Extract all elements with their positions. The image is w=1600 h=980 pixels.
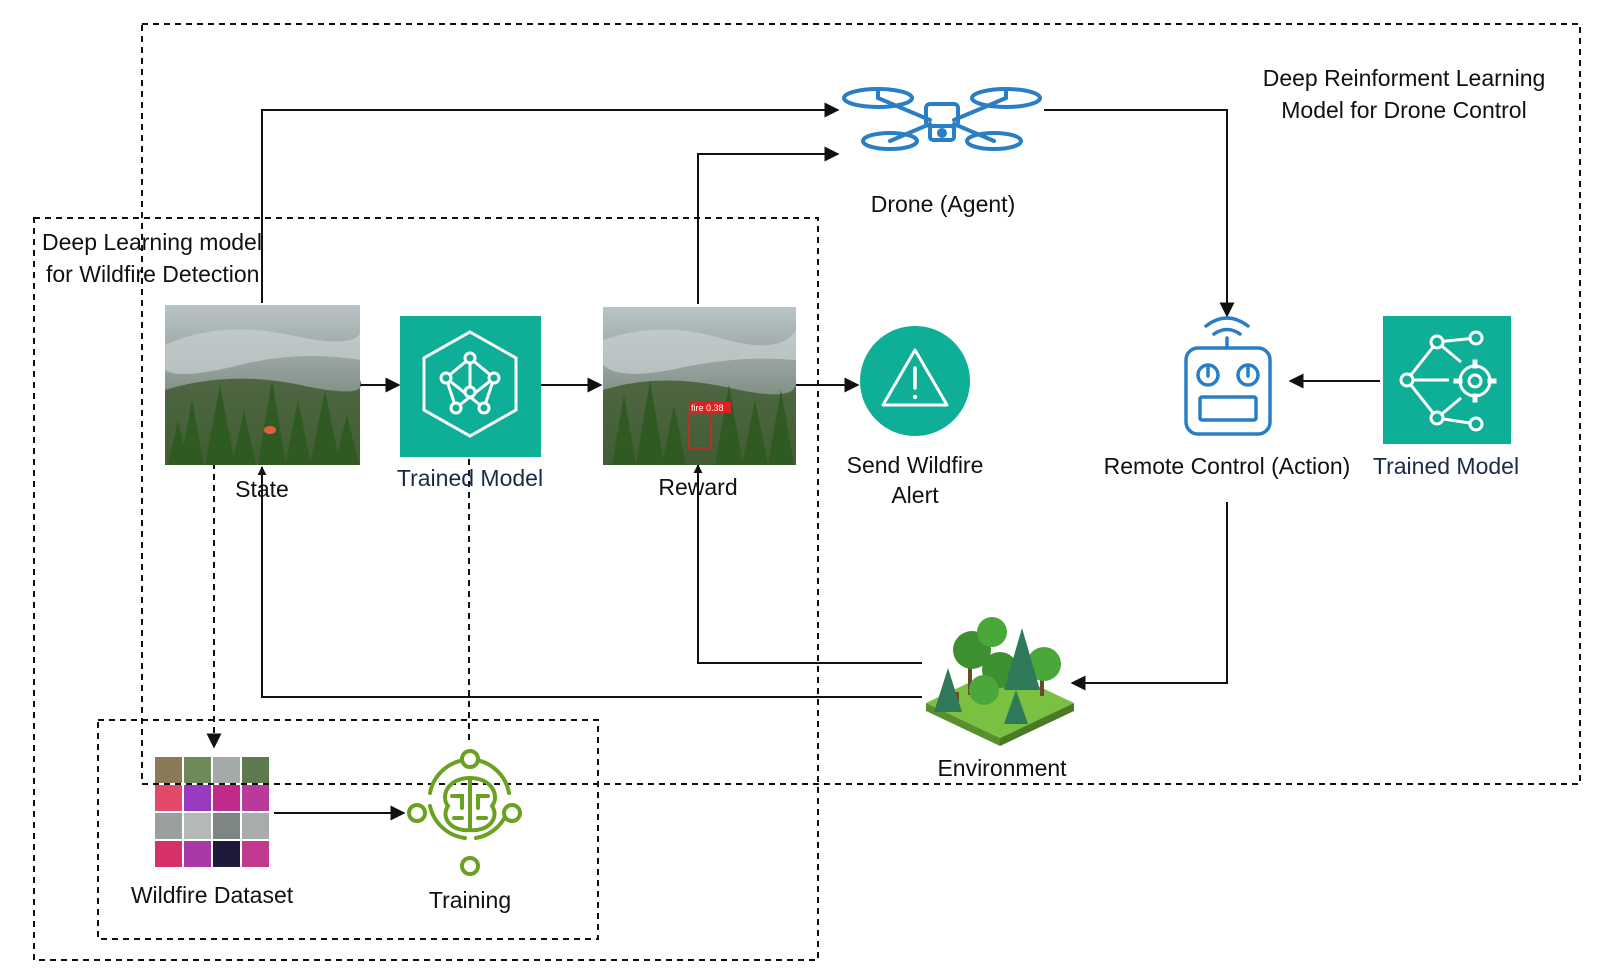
- dl-trained-model-label: Trained Model: [397, 465, 543, 491]
- training-label: Training: [429, 887, 511, 913]
- remote-control-label: Remote Control (Action): [1104, 453, 1351, 479]
- dl-group-frame: [33, 217, 819, 961]
- connector-remote-to-environment: [1070, 502, 1228, 691]
- connector-environment-to-state: [257, 466, 922, 698]
- connector-state-to-drone: [261, 102, 840, 303]
- alert-label-line2: Alert: [891, 482, 939, 508]
- connector-drone-to-remote: [1044, 109, 1235, 318]
- drl-group-frame: [141, 23, 1581, 785]
- dl-group-title-line1: Deep Learning model: [42, 229, 262, 255]
- fire-detection-label: fire 0.38: [691, 403, 724, 413]
- remote-control-icon: [1184, 316, 1272, 436]
- state-image: [165, 305, 362, 465]
- environment-label: Environment: [937, 755, 1067, 781]
- reward-image: fire 0.38: [603, 307, 797, 465]
- drl-group-title-line1: Deep Reinforment Learning: [1263, 65, 1546, 91]
- warning-triangle-icon: [860, 326, 970, 436]
- connector-environment-to-reward: [693, 464, 922, 664]
- neural-network-hexagon-icon: [400, 316, 541, 457]
- alert-label-line1: Send Wildfire: [847, 452, 984, 478]
- drl-group-title-line2: Model for Drone Control: [1281, 97, 1526, 123]
- drl-trained-model-label: Trained Model: [1373, 453, 1519, 479]
- dl-group-title-line2: for Wildfire Detection: [46, 261, 259, 287]
- state-label: State: [235, 476, 289, 502]
- drone-label: Drone (Agent): [871, 191, 1015, 217]
- forest-icon: [926, 617, 1074, 746]
- dataset-label: Wildfire Dataset: [131, 882, 294, 908]
- brain-cycle-icon: [407, 749, 522, 876]
- training-group-frame: [97, 719, 599, 940]
- drone-icon: [842, 87, 1042, 151]
- connector-reward-to-drone: [697, 146, 840, 304]
- reward-label: Reward: [658, 474, 737, 500]
- dataset-image-grid: [155, 757, 269, 867]
- network-gear-icon: [1383, 316, 1511, 444]
